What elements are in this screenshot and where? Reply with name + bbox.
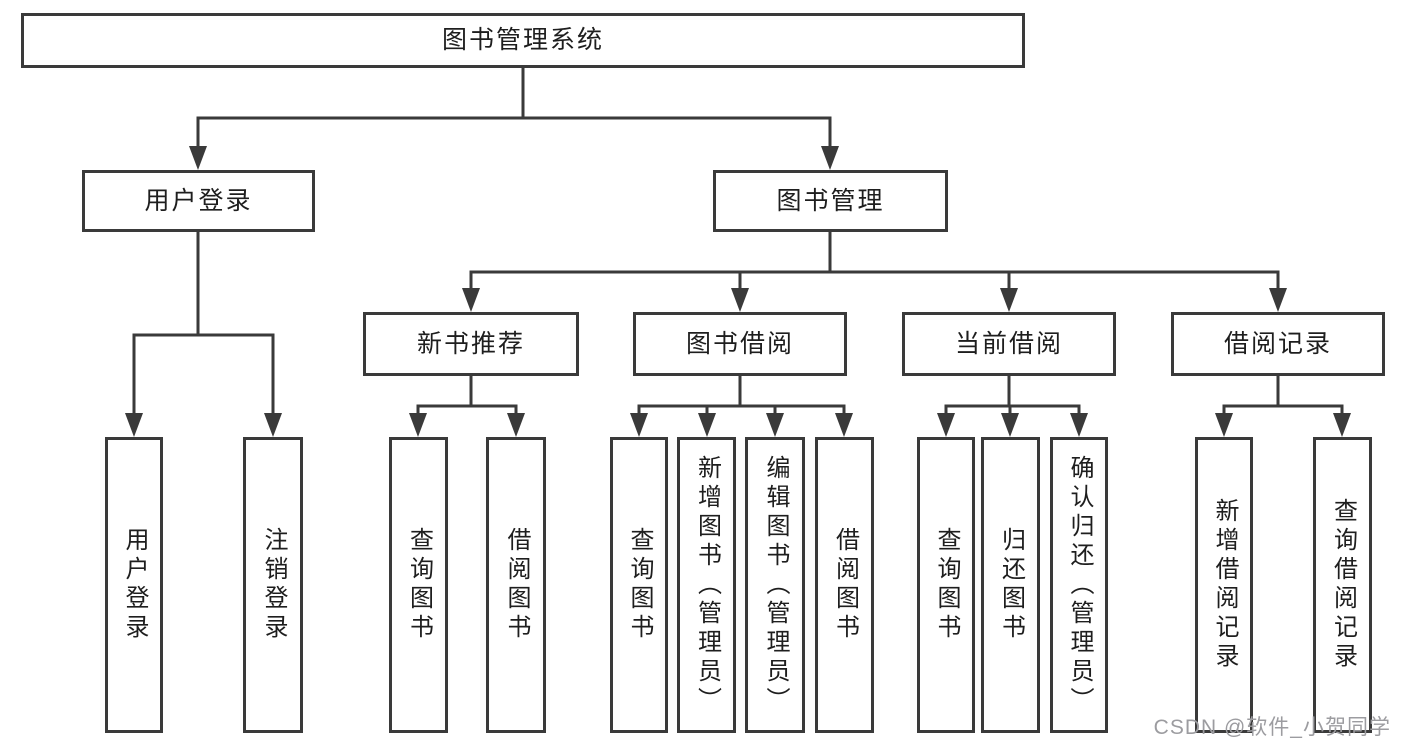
leaf-current-query-books: 查询图书	[917, 437, 975, 733]
node-book-borrow: 图书借阅	[633, 312, 847, 376]
leaf-query-borrow-record: 查询借阅记录	[1313, 437, 1372, 733]
node-user-login: 用户登录	[82, 170, 315, 232]
leaf-borrow-query-books: 查询图书	[610, 437, 668, 733]
leaf-user-login: 用户登录	[105, 437, 163, 733]
leaf-logout-login: 注销登录	[243, 437, 303, 733]
node-new-book-recommend: 新书推荐	[363, 312, 579, 376]
node-borrow-records: 借阅记录	[1171, 312, 1385, 376]
vertical-label: 新增借阅记录	[1211, 498, 1238, 672]
vertical-label: 编辑图书（管理员）	[762, 454, 789, 716]
leaf-borrow-books: 借阅图书	[815, 437, 874, 733]
vertical-label: 归还图书	[997, 527, 1025, 643]
vertical-label: 借阅图书	[503, 527, 530, 643]
leaf-recommend-query-books: 查询图书	[389, 437, 448, 733]
node-book-management: 图书管理	[713, 170, 948, 232]
vertical-label: 借阅图书	[831, 527, 859, 643]
node-current-borrow: 当前借阅	[902, 312, 1116, 376]
vertical-label: 注销登录	[260, 527, 287, 643]
leaf-confirm-return-admin: 确认归还（管理员）	[1050, 437, 1108, 733]
leaf-add-borrow-record: 新增借阅记录	[1195, 437, 1253, 733]
leaf-return-books: 归还图书	[981, 437, 1040, 733]
vertical-label: 查询图书	[405, 527, 433, 643]
vertical-label: 确认归还（管理员）	[1066, 454, 1093, 716]
arrowheads	[125, 146, 1351, 437]
vertical-label: 查询图书	[933, 527, 960, 643]
leaf-recommend-borrow-books: 借阅图书	[486, 437, 546, 733]
vertical-label: 新增图书（管理员）	[693, 454, 721, 716]
leaf-add-books-admin: 新增图书（管理员）	[677, 437, 736, 733]
csdn-watermark: CSDN @软件_小贺同学	[1153, 716, 1391, 739]
vertical-label: 用户登录	[121, 527, 148, 643]
node-root-library-system: 图书管理系统	[21, 13, 1025, 68]
leaf-edit-books-admin: 编辑图书（管理员）	[745, 437, 805, 733]
vertical-label: 查询借阅记录	[1329, 498, 1357, 672]
vertical-label: 查询图书	[626, 527, 653, 643]
